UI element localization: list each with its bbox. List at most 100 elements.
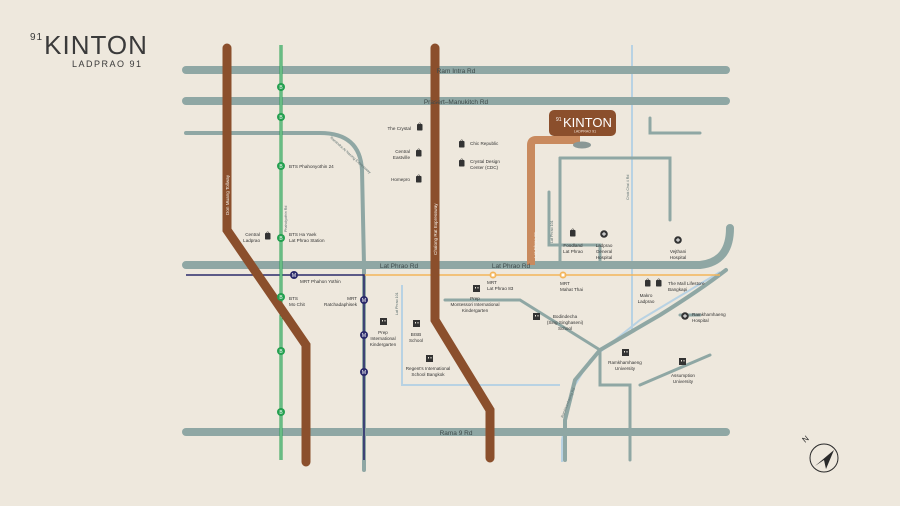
school-icon — [622, 349, 629, 356]
school-icon — [473, 285, 480, 292]
label-lat-phrao-ext: Lat Phrao 101 — [395, 292, 399, 315]
brand-logo: 91KINTON LADPRAO 91 — [30, 30, 148, 69]
hospital-icon — [600, 230, 608, 238]
svg-text:B: B — [279, 349, 283, 355]
poi-regents-2: School Bangkok — [411, 372, 445, 377]
school-icon — [380, 318, 387, 325]
poi-vejthani-1: Vejthani — [670, 249, 686, 254]
compass-arrow-icon — [815, 450, 834, 469]
label-don-muang: Don Muang Tollway — [225, 174, 230, 215]
bts-station-phahon24[interactable]: B — [277, 162, 285, 170]
mrt-station-ratchada[interactable]: M — [360, 296, 368, 304]
poi-prep-intl-2: International — [370, 336, 395, 341]
shopping-bag-icon — [570, 228, 576, 237]
poi-prep-mont-1: Prep — [470, 296, 480, 301]
bts-station-hayaek[interactable]: B — [277, 234, 285, 242]
bts-station-7[interactable]: B — [277, 408, 285, 416]
svg-text:M: M — [292, 273, 296, 279]
poi-foodland-1: Foodland — [563, 243, 583, 248]
brand-subtitle: LADPRAO 91 — [72, 59, 143, 69]
svg-text:B: B — [279, 115, 283, 121]
poi-mrt-mahat-2: Mahat Thai — [560, 287, 583, 292]
poi-assumption-2: University — [673, 379, 694, 384]
label-ram-intra: Ram Intra Rd — [437, 68, 476, 75]
poi-bts-mochit-1: BTS — [289, 296, 298, 301]
poi-bts-mochit-2: Mo Chit — [289, 302, 306, 307]
bts-station-markers: B B B B B B B — [277, 83, 285, 416]
poi-assumption-1: Assumption — [671, 373, 695, 378]
badge-superscript: 91 — [556, 117, 562, 123]
road-assumption — [638, 353, 712, 387]
poi-bts-hayaek-2: Lat Phrao Station — [289, 238, 325, 243]
poi-homepro: Homepro — [391, 177, 410, 182]
label-rama9: Rama 9 Rd — [440, 430, 473, 437]
poi-central-ladprao-1: Central — [245, 232, 260, 237]
road-ramindra-expressway — [184, 131, 366, 472]
poi-mrt-lp83-2: Lat Phrao 83 — [487, 286, 514, 291]
kinton-location-badge[interactable]: 91 KINTON LADPRAO 91 — [549, 110, 616, 136]
poi-bodin-3: School — [558, 326, 572, 331]
poi-bisb-2: School — [409, 338, 423, 343]
label-chalong-rat: Chalong Rat Expressway — [433, 203, 438, 255]
poi-chic-republic: Chic Republic — [470, 141, 499, 146]
label-prasert: Prasert–Manukitch Rd — [424, 99, 489, 106]
poi-prep-intl-1: Prep — [378, 330, 388, 335]
poi-mrt-ratchada-2: Ratchadaphisek — [324, 302, 358, 307]
poi-prep-mont-2: Montessori International — [450, 302, 499, 307]
minor-road-soi — [401, 285, 560, 386]
svg-text:B: B — [279, 164, 283, 170]
brand-superscript: 91 — [30, 32, 44, 43]
poi-mrt-phahon: MRT Phahon Yothin — [300, 279, 341, 284]
school-icon — [533, 313, 540, 320]
mrt-station-4[interactable]: M — [360, 368, 368, 376]
label-lat-phrao-101: Lat Phrao 101 — [550, 220, 554, 243]
svg-text:M: M — [362, 298, 366, 304]
school-icon — [679, 358, 686, 365]
road-bodindecha-loop — [443, 298, 602, 352]
road-upper-connector — [558, 156, 672, 222]
poi-central-eastville-2: Eastville — [393, 155, 411, 160]
road-right-branch — [648, 116, 702, 135]
road-south-branch — [598, 348, 632, 462]
expressway-chalong-rat — [430, 43, 495, 463]
hospital-icon — [681, 312, 689, 320]
label-lat-phrao-1: Lat Phrao Rd — [380, 263, 419, 270]
shopping-bag-icon — [656, 278, 662, 287]
label-lat-phrao-2: Lat Phrao Rd — [492, 263, 531, 270]
poi-the-crystal: The Crystal — [388, 126, 412, 131]
poi-vejthani-2: Hospital — [670, 255, 687, 260]
shopping-bag-icon — [459, 139, 465, 148]
bts-station-1[interactable]: B — [277, 83, 285, 91]
school-icon — [426, 355, 433, 362]
yellow-station-mahat[interactable] — [559, 271, 567, 279]
label-phaholyothin: Phaholyothin Rd — [284, 206, 288, 232]
road-ramkhamhaeng — [563, 268, 728, 462]
mrt-station-phahon[interactable]: M — [290, 271, 298, 279]
bts-station-mochit[interactable]: B — [277, 293, 285, 301]
brand-name: KINTON — [44, 30, 148, 60]
shopping-bag-icon — [459, 158, 465, 167]
bts-station-2[interactable]: B — [277, 113, 285, 121]
poi-makro-1: Makro — [640, 293, 653, 298]
svg-text:M: M — [362, 333, 366, 339]
poi-ram-uni-1: Ramkhamhaeng — [608, 360, 642, 365]
poi-ladprao-hosp-2: General — [596, 249, 612, 254]
poi-bodin-1: Bodindecha — [553, 314, 578, 319]
mrt-blue-line — [186, 274, 365, 460]
mrt-station-3[interactable]: M — [360, 331, 368, 339]
poi-bts-phahon24: BTS Phahonyothin 24 — [289, 164, 334, 169]
poi-mrt-mahat-1: MRT — [560, 281, 570, 286]
svg-text:B: B — [279, 295, 283, 301]
poi-ladprao-hosp-3: Hospital — [596, 255, 613, 260]
poi-ram-uni-2: University — [615, 366, 636, 371]
mrt-station-markers: M M M M — [290, 271, 567, 376]
poi-ladprao-hosp-1: Ladprao — [596, 243, 613, 248]
yellow-station-lp83[interactable] — [489, 271, 497, 279]
kinton-location-marker — [573, 141, 591, 149]
label-lat-phrao-91: Lat Phrao 91 — [533, 231, 538, 258]
bts-station-6[interactable]: B — [277, 347, 285, 355]
road-center-vertical — [547, 190, 602, 267]
poi-prep-intl-3: Kindergarten — [370, 342, 397, 347]
shopping-bag-icon — [417, 122, 423, 131]
